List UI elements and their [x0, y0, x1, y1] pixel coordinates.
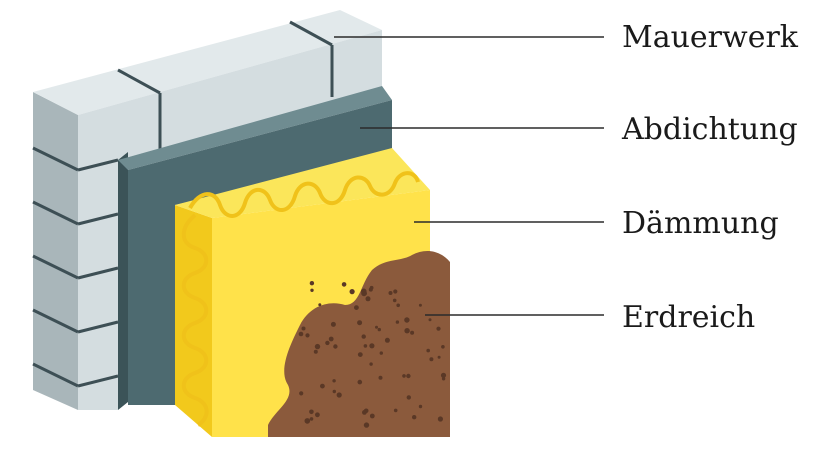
soil-grain [377, 327, 381, 332]
soil-grain [426, 348, 431, 353]
soil-grain [313, 349, 318, 354]
soil-grain [361, 288, 367, 295]
soil-grain [365, 296, 371, 302]
soil-grain [336, 392, 342, 398]
soil-grain [309, 281, 315, 286]
soil-grain [379, 351, 383, 355]
soil-grain [392, 298, 397, 303]
soil-grain [304, 418, 311, 424]
soil-grain [349, 289, 355, 295]
soil-grain [320, 383, 325, 389]
masonry-joints [32, 20, 334, 388]
soil-texture [298, 281, 447, 428]
soil-grain [429, 357, 434, 362]
soil-grain [436, 326, 441, 331]
masonry-top-face [33, 10, 382, 115]
soil-grain [437, 416, 443, 422]
label-insulation: Dämmung [622, 206, 779, 241]
soil-grain [441, 377, 446, 381]
soil-grain [332, 379, 336, 383]
soil-grain [393, 289, 398, 294]
label-soil: Erdreich [622, 300, 755, 335]
soil-grain [362, 410, 367, 415]
soil-shape [268, 250, 450, 437]
soil-grain [361, 334, 366, 339]
soil-grain [301, 326, 306, 331]
soil-grain [428, 318, 432, 322]
soil-grain [332, 389, 336, 394]
soil-layer [268, 250, 450, 437]
soil-grain [404, 317, 410, 323]
label-masonry: Mauerwerk [622, 20, 799, 55]
soil-grain [440, 372, 447, 378]
soil-grain [354, 305, 359, 310]
soil-grain [412, 415, 417, 420]
soil-grain [363, 422, 370, 428]
soil-grain [341, 282, 347, 287]
masonry-front-face [78, 30, 382, 410]
soil-grain [299, 391, 304, 396]
insulation-wave-side [181, 213, 209, 427]
insulation-wave-top [188, 171, 420, 218]
soil-grain [363, 344, 368, 348]
soil-grain [309, 409, 314, 415]
soil-grain [404, 328, 410, 334]
soil-grain [357, 352, 363, 357]
soil-grain [315, 412, 320, 418]
soil-grain [357, 320, 363, 326]
soil-grain [357, 379, 363, 385]
soil-grain [333, 344, 338, 349]
soil-grain [325, 340, 330, 346]
soil-grain [310, 288, 314, 292]
soil-grain [406, 395, 411, 400]
soil-grain [368, 287, 373, 292]
soil-grain [384, 337, 390, 343]
soil-grain [402, 374, 406, 378]
waterproofing-side-face [118, 152, 128, 410]
soil-grain [328, 336, 334, 342]
soil-grain [388, 291, 393, 295]
soil-grain [441, 345, 445, 349]
masonry-side-face [33, 92, 78, 410]
soil-grain [418, 404, 423, 409]
soil-grain [378, 375, 383, 380]
soil-grain [393, 408, 398, 413]
soil-grain [305, 333, 310, 338]
soil-grain [396, 303, 401, 308]
soil-grain [314, 343, 321, 350]
waterproofing-layer [118, 86, 392, 410]
soil-grain [318, 303, 322, 307]
soil-grain [369, 343, 375, 349]
soil-grain [298, 331, 304, 337]
masonry-layer [32, 10, 382, 410]
soil-grain [330, 321, 336, 327]
soil-grain [437, 355, 441, 359]
soil-grain [395, 320, 400, 324]
leader-lines [334, 36, 604, 316]
soil-grain [406, 373, 411, 379]
soil-grain [369, 413, 375, 419]
soil-grain [375, 325, 378, 329]
label-waterproofing: Abdichtung [621, 112, 798, 147]
waterproofing-top-face [118, 86, 392, 170]
soil-grain [309, 417, 314, 421]
soil-grain [369, 362, 373, 366]
soil-grain [410, 330, 415, 335]
insulation-side-face [175, 205, 212, 437]
soil-grain [418, 303, 422, 307]
waterproofing-front-face [128, 100, 392, 405]
